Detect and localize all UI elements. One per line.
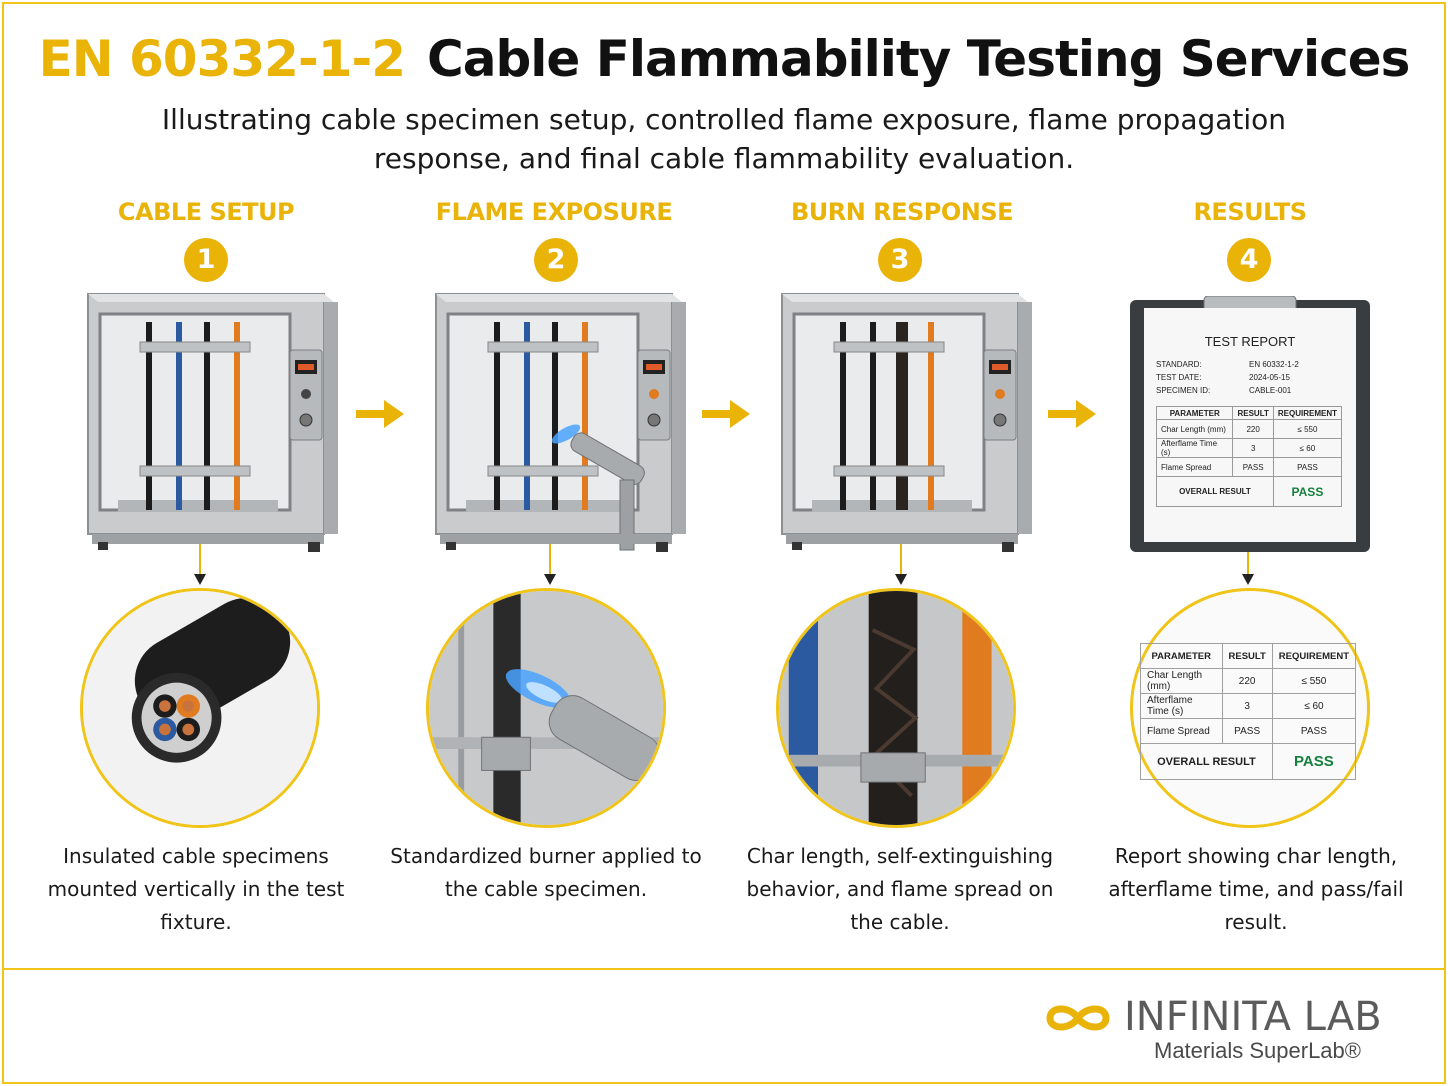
arrow-right-icon bbox=[702, 400, 750, 428]
step-2-label: FLAME EXPOSURE bbox=[435, 198, 673, 226]
cable-cross-section-closeup bbox=[80, 588, 320, 828]
overall-row: OVERALL RESULT PASS bbox=[1140, 743, 1357, 780]
step-1-badge: 1 bbox=[184, 238, 228, 282]
step-3-label: BURN RESPONSE bbox=[790, 198, 1014, 226]
cell-parameter: Flame Spread bbox=[1155, 457, 1234, 477]
report-meta-specimen: SPECIMEN ID: CABLE-001 bbox=[1156, 386, 1291, 395]
infinity-icon bbox=[1046, 1005, 1110, 1031]
overall-value: PASS bbox=[1272, 476, 1343, 507]
test-cabinet-2-illustration bbox=[435, 293, 686, 552]
cell-result: 220 bbox=[1221, 668, 1273, 694]
footer-divider bbox=[2, 968, 1446, 970]
cell-result: PASS bbox=[1221, 718, 1273, 744]
cable-core-icon bbox=[83, 591, 317, 825]
arrow-right-icon bbox=[356, 400, 404, 428]
burned-cable-closeup bbox=[776, 588, 1016, 828]
step-1-label: CABLE SETUP bbox=[117, 198, 295, 226]
report-meta-standard: STANDARD: EN 60332-1-2 bbox=[1156, 360, 1299, 369]
burner-flame-closeup bbox=[426, 588, 666, 828]
cell-result: PASS bbox=[1232, 457, 1274, 477]
test-cabinet-1-illustration bbox=[87, 293, 338, 552]
overall-value: PASS bbox=[1271, 743, 1357, 780]
meta-key: SPECIMEN ID: bbox=[1156, 386, 1211, 395]
cell-requirement: ≤ 550 bbox=[1272, 419, 1343, 439]
step-1-caption: Insulated cable specimens mounted vertic… bbox=[47, 844, 345, 934]
meta-key: TEST DATE: bbox=[1156, 373, 1202, 382]
report-meta-date: TEST DATE: 2024-05-15 bbox=[1156, 373, 1290, 382]
step-3-badge: 3 bbox=[878, 238, 922, 282]
cell-parameter: Afterflame Time (s) bbox=[1155, 438, 1234, 458]
arrow-down-icon bbox=[1242, 544, 1254, 585]
arrow-right-icon bbox=[1048, 400, 1096, 428]
arrow-down-icon bbox=[194, 544, 206, 585]
header-parameter: PARAMETER bbox=[1140, 643, 1223, 669]
cell-parameter: Flame Spread bbox=[1140, 718, 1223, 744]
step-4-badge: 4 bbox=[1227, 238, 1271, 282]
test-cabinet-3-illustration bbox=[781, 293, 1032, 552]
step-3-caption: Char length, self-extinguishing behavior… bbox=[746, 844, 1054, 934]
report-title: TEST REPORT bbox=[1204, 334, 1296, 349]
arrow-down-icon bbox=[544, 544, 556, 585]
header-requirement: REQUIREMENT bbox=[1271, 643, 1357, 669]
cell-result: 3 bbox=[1232, 438, 1274, 458]
table-row: Char Length (mm) 220 ≤ 550 bbox=[1155, 419, 1343, 439]
header-requirement: REQUIREMENT bbox=[1272, 406, 1343, 420]
step-2-badge: 2 bbox=[534, 238, 578, 282]
cell-requirement: PASS bbox=[1271, 718, 1357, 744]
table-row: Afterflame Time (s) 3 ≤ 60 bbox=[1140, 693, 1357, 719]
charred-cable-icon bbox=[779, 591, 1013, 825]
cell-parameter: Char Length (mm) bbox=[1155, 419, 1234, 439]
cell-requirement: ≤ 60 bbox=[1271, 693, 1357, 719]
meta-key: STANDARD: bbox=[1156, 360, 1202, 369]
zoomed-results-table: PARAMETER RESULT REQUIREMENT Char Length… bbox=[1140, 643, 1357, 780]
table-row: Char Length (mm) 220 ≤ 550 bbox=[1140, 668, 1357, 694]
header-result: RESULT bbox=[1232, 406, 1274, 420]
overall-label: OVERALL RESULT bbox=[1140, 743, 1273, 780]
step-4-caption: Report showing char length, afterflame t… bbox=[1108, 844, 1404, 934]
cell-parameter: Afterflame Time (s) bbox=[1140, 693, 1223, 719]
meta-value: 2024-05-15 bbox=[1249, 373, 1290, 382]
cell-requirement: ≤ 60 bbox=[1272, 438, 1343, 458]
step-4-label: RESULTS bbox=[1193, 198, 1307, 226]
company-logo: INFINITA LAB Materials SuperLab® bbox=[1040, 994, 1400, 1064]
step-2-caption: Standardized burner applied to the cable… bbox=[390, 844, 702, 901]
overall-label: OVERALL RESULT bbox=[1156, 476, 1274, 507]
report-table: PARAMETER RESULT REQUIREMENT Char Length… bbox=[1155, 406, 1343, 507]
meta-value: CABLE-001 bbox=[1249, 386, 1292, 395]
arrow-down-icon bbox=[895, 544, 907, 585]
header-result: RESULT bbox=[1221, 643, 1273, 669]
flame-icon bbox=[429, 591, 663, 825]
logo-tagline: Materials SuperLab® bbox=[1154, 1038, 1361, 1063]
header-parameter: PARAMETER bbox=[1155, 406, 1234, 420]
table-row: Flame Spread PASS PASS bbox=[1140, 718, 1357, 744]
meta-value: EN 60332-1-2 bbox=[1249, 360, 1299, 369]
title-text: Cable Flammability Testing Services bbox=[427, 30, 1410, 88]
logo-brand: INFINITA LAB bbox=[1124, 994, 1382, 1040]
page-subtitle: Illustrating cable specimen setup, contr… bbox=[161, 103, 1287, 175]
test-report-clipboard: TEST REPORT STANDARD: EN 60332-1-2 TEST … bbox=[1130, 296, 1370, 552]
overall-row: OVERALL RESULT PASS bbox=[1156, 476, 1343, 507]
standard-code: EN 60332-1-2 bbox=[38, 30, 406, 88]
cell-requirement: PASS bbox=[1272, 457, 1343, 477]
page-title: EN 60332-1-2 Cable Flammability Testing S… bbox=[0, 30, 1448, 88]
cell-result: 220 bbox=[1232, 419, 1274, 439]
cell-requirement: ≤ 550 bbox=[1271, 668, 1357, 694]
cell-result: 3 bbox=[1221, 693, 1273, 719]
table-row: Flame Spread PASS PASS bbox=[1155, 457, 1343, 477]
cell-parameter: Char Length (mm) bbox=[1140, 668, 1223, 694]
table-row: Afterflame Time (s) 3 ≤ 60 bbox=[1155, 438, 1343, 458]
